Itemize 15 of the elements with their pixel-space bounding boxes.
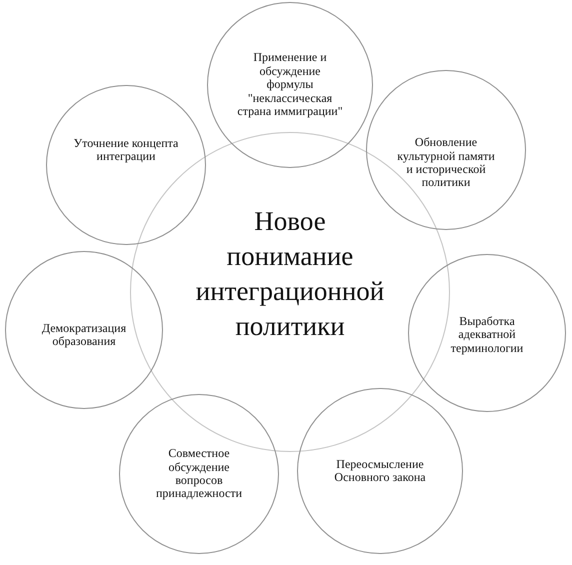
topic-text: Демократизация образования — [40, 322, 128, 348]
topic-text: Выработка адекватной терминологии — [450, 314, 524, 356]
topic-circle — [366, 70, 526, 230]
topic-text: Обновление культурной памяти и исторической политики — [396, 136, 496, 190]
topic-text: Переосмысление Основного закона — [333, 458, 427, 484]
topic-circle — [46, 85, 206, 245]
topic-text: Совместное обсуждение вопросов принадлежности — [154, 447, 243, 501]
topic-circle — [207, 2, 373, 168]
central-topic-text: Новое понимание интеграционной политики — [196, 204, 384, 344]
topic-circle — [5, 251, 163, 409]
topic-circle — [408, 254, 566, 412]
topic-circle — [297, 388, 463, 554]
topic-circle — [119, 394, 279, 554]
topic-text: Уточнение концепта интеграции — [72, 136, 180, 164]
topic-text: Применение и обсуждение формулы "неклассическая страна иммиграции" — [236, 51, 344, 119]
